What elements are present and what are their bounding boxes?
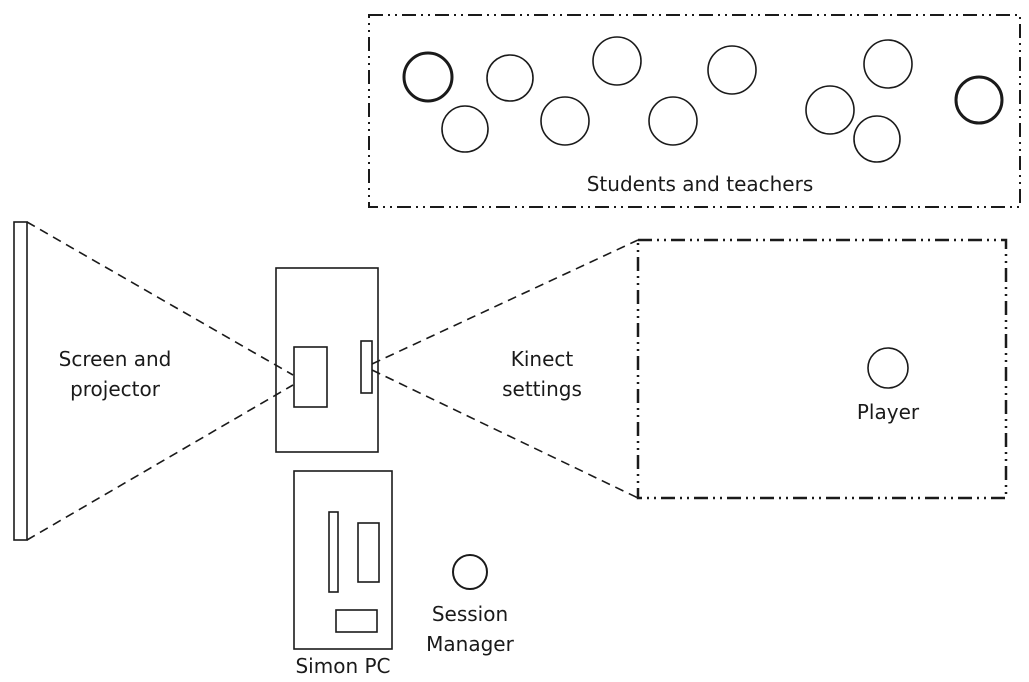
projection-screen	[13, 221, 28, 541]
session-manager-label-line1: Session	[431, 602, 509, 626]
kinect-label-line1: Kinect	[510, 347, 574, 371]
projector-box	[293, 346, 328, 408]
central-unit	[275, 267, 379, 453]
student-circle	[863, 39, 913, 89]
audience-circles	[402, 36, 1004, 163]
simon-pc	[293, 470, 393, 650]
pc-slot-bottom	[335, 609, 378, 633]
audience-label: Students and teachers	[586, 172, 814, 196]
student-circle	[592, 36, 642, 86]
kinect-line-bottom	[371, 369, 639, 499]
player-circle	[867, 347, 909, 389]
student-circle	[954, 75, 1004, 125]
student-circle	[805, 85, 855, 135]
screen-label-line1: Screen and	[58, 347, 172, 371]
player-area	[636, 238, 1008, 500]
student-circle	[441, 105, 489, 153]
simon-pc-label: Simon PC	[295, 654, 391, 678]
session-manager-circle	[452, 554, 488, 590]
player-label: Player	[856, 400, 920, 424]
student-circle	[707, 45, 757, 95]
projection-line-bottom	[26, 384, 294, 541]
student-circle	[486, 54, 534, 102]
pc-slot-vertical	[328, 511, 339, 593]
session-manager-label-line2: Manager	[426, 632, 514, 656]
kinect-sensor	[360, 340, 373, 394]
kinect-label-line2: settings	[502, 377, 582, 401]
student-circle	[853, 115, 901, 163]
student-circle	[648, 96, 698, 146]
pc-slot-box	[357, 522, 380, 583]
audience-area	[368, 14, 1021, 208]
kinect-line-top	[371, 239, 639, 365]
projection-line-top	[26, 221, 294, 376]
student-circle	[540, 96, 590, 146]
screen-label-line2: projector	[70, 377, 160, 401]
student-circle	[402, 51, 454, 103]
